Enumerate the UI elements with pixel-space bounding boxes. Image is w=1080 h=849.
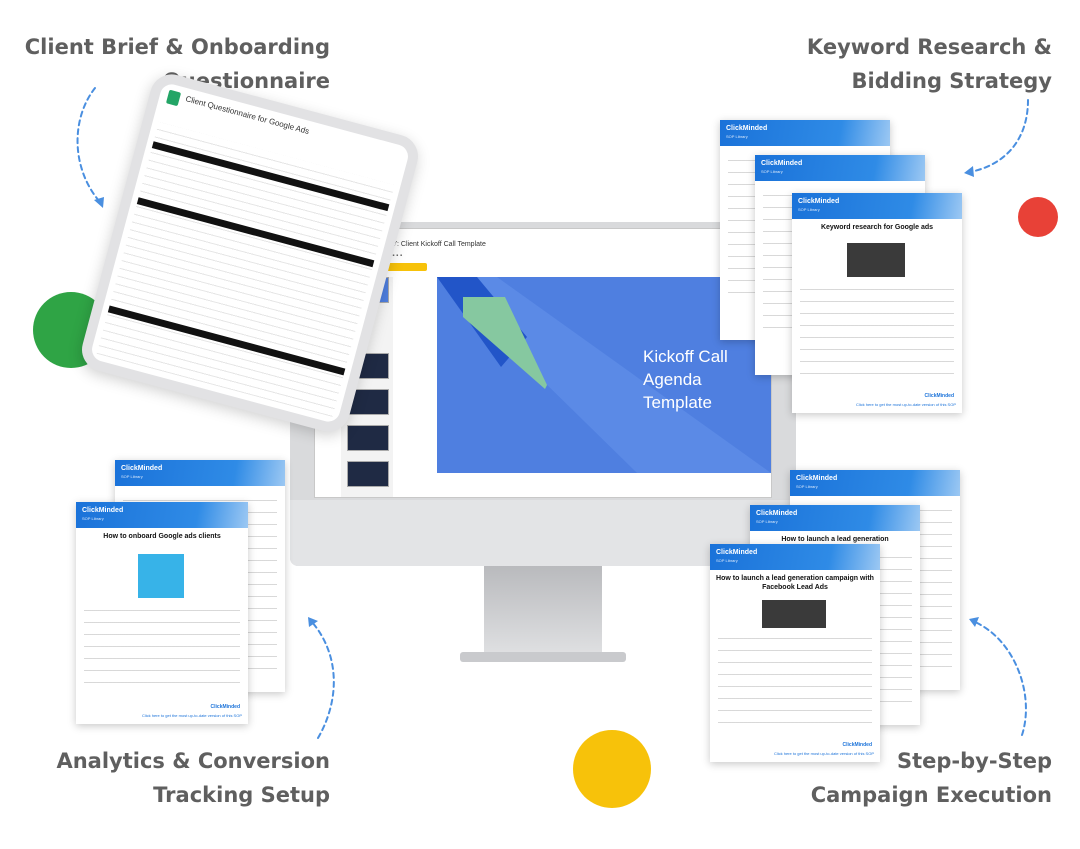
- doc-footer-logo: ClickMinded: [842, 742, 872, 748]
- sop-doc-card-keyword: ClickMinded SOP Library Keyword research…: [792, 193, 962, 413]
- doc-video-thumbnail: [762, 600, 826, 628]
- arrowhead-bottom-right: [969, 617, 979, 627]
- doc-brand: ClickMinded: [796, 475, 838, 482]
- red-dot: [1018, 197, 1058, 237]
- caption-line: Bidding Strategy: [851, 69, 1052, 93]
- doc-header: ClickMinded SOP Library: [710, 544, 880, 570]
- doc-brand: ClickMinded: [121, 465, 163, 472]
- doc-footer-logo: ClickMinded: [210, 704, 240, 710]
- monitor-stand: [484, 566, 602, 652]
- sop-doc-card-leadgen: ClickMinded SOP Library How to launch a …: [710, 544, 880, 762]
- doc-header: ClickMinded SOP Library: [792, 193, 962, 219]
- caption-client-brief: Client Brief & Onboarding Questionnaire: [20, 30, 330, 98]
- doc-brand-sub: SOP Library: [716, 558, 738, 563]
- caption-line: Client Brief & Onboarding: [24, 35, 330, 59]
- doc-brand: ClickMinded: [726, 125, 768, 132]
- doc-header: ClickMinded SOP Library: [755, 155, 925, 181]
- doc-brand-sub: SOP Library: [121, 474, 143, 479]
- doc-brand: ClickMinded: [716, 549, 758, 556]
- arrowhead-bottom-left: [308, 617, 318, 627]
- doc-header: ClickMinded SOP Library: [790, 470, 960, 496]
- arrow-top-left: [76, 87, 101, 203]
- yellow-dot: [573, 730, 651, 808]
- doc-header: ClickMinded SOP Library: [750, 505, 920, 531]
- doc-text-lines: [84, 604, 240, 694]
- doc-footer-link[interactable]: Click here to get the most up-to-date ve…: [855, 402, 956, 407]
- doc-heading: How to launch a lead generation: [781, 536, 889, 543]
- doc-brand-sub: SOP Library: [82, 516, 104, 521]
- caption-line: Tracking Setup: [153, 783, 330, 807]
- caption-keyword-research: Keyword Research & Bidding Strategy: [780, 30, 1052, 98]
- doc-footer-link[interactable]: Click here to get the most up-to-date ve…: [773, 751, 874, 756]
- slide-graphic: [437, 277, 771, 473]
- doc-video-thumbnail: [847, 243, 905, 277]
- arrow-top-right: [969, 99, 1029, 173]
- toolbar-button: [375, 263, 427, 271]
- arrow-bottom-left: [311, 621, 335, 739]
- doc-header: ClickMinded SOP Library: [76, 502, 248, 528]
- doc-footer-link[interactable]: Click here to get the most up-to-date ve…: [141, 713, 242, 718]
- doc-brand-sub: SOP Library: [761, 169, 783, 174]
- doc-brand: ClickMinded: [82, 507, 124, 514]
- caption-analytics: Analytics & Conversion Tracking Setup: [20, 744, 330, 812]
- slide-title: Kickoff Call Agenda Template: [643, 345, 728, 414]
- doc-brand: ClickMinded: [798, 198, 840, 205]
- doc-brand: ClickMinded: [756, 510, 798, 517]
- doc-heading: How to onboard Google ads clients: [103, 533, 221, 540]
- monitor-screen: Template 037: Client Kickoff Call Templa…: [314, 228, 772, 498]
- doc-footer-logo: ClickMinded: [924, 393, 954, 399]
- slide-thumbnail: [347, 461, 389, 487]
- presentation-title: Template 037: Client Kickoff Call Templa…: [355, 241, 486, 248]
- doc-image: [138, 554, 184, 598]
- doc-text-lines: [718, 632, 872, 732]
- slide-title-line: Template: [643, 393, 712, 412]
- slide-thumbnail: [347, 425, 389, 451]
- doc-header: ClickMinded SOP Library: [720, 120, 890, 146]
- caption-line: Keyword Research &: [806, 35, 1052, 59]
- doc-brand-sub: SOP Library: [798, 207, 820, 212]
- caption-line: Analytics & Conversion: [56, 749, 330, 773]
- doc-brand-sub: SOP Library: [756, 519, 778, 524]
- spreadsheet-title: Client Questionnaire for Google Ads: [184, 94, 311, 136]
- caption-line: Campaign Execution: [810, 783, 1052, 807]
- caption-line: Step-by-Step: [896, 749, 1052, 773]
- main-slide: Kickoff Call Agenda Template: [437, 277, 771, 473]
- sop-doc-card-onboard: ClickMinded SOP Library How to onboard G…: [76, 502, 248, 724]
- doc-text-lines: [800, 283, 954, 383]
- caption-campaign-execution: Step-by-Step Campaign Execution: [780, 744, 1052, 812]
- arrowhead-top-right: [964, 166, 974, 177]
- arrow-bottom-right: [974, 621, 1027, 736]
- doc-header: ClickMinded SOP Library: [115, 460, 285, 486]
- doc-brand: ClickMinded: [761, 160, 803, 167]
- arrowhead-top-left: [94, 197, 104, 208]
- doc-brand-sub: SOP Library: [796, 484, 818, 489]
- slide-title-line: Agenda: [643, 370, 702, 389]
- slide-title-line: Kickoff Call: [643, 347, 728, 366]
- doc-heading: How to launch a lead generation campaign…: [716, 575, 874, 591]
- doc-heading: Keyword research for Google ads: [820, 224, 934, 231]
- sheets-icon: [165, 89, 182, 107]
- doc-brand-sub: SOP Library: [726, 134, 748, 139]
- monitor-foot: [460, 652, 626, 662]
